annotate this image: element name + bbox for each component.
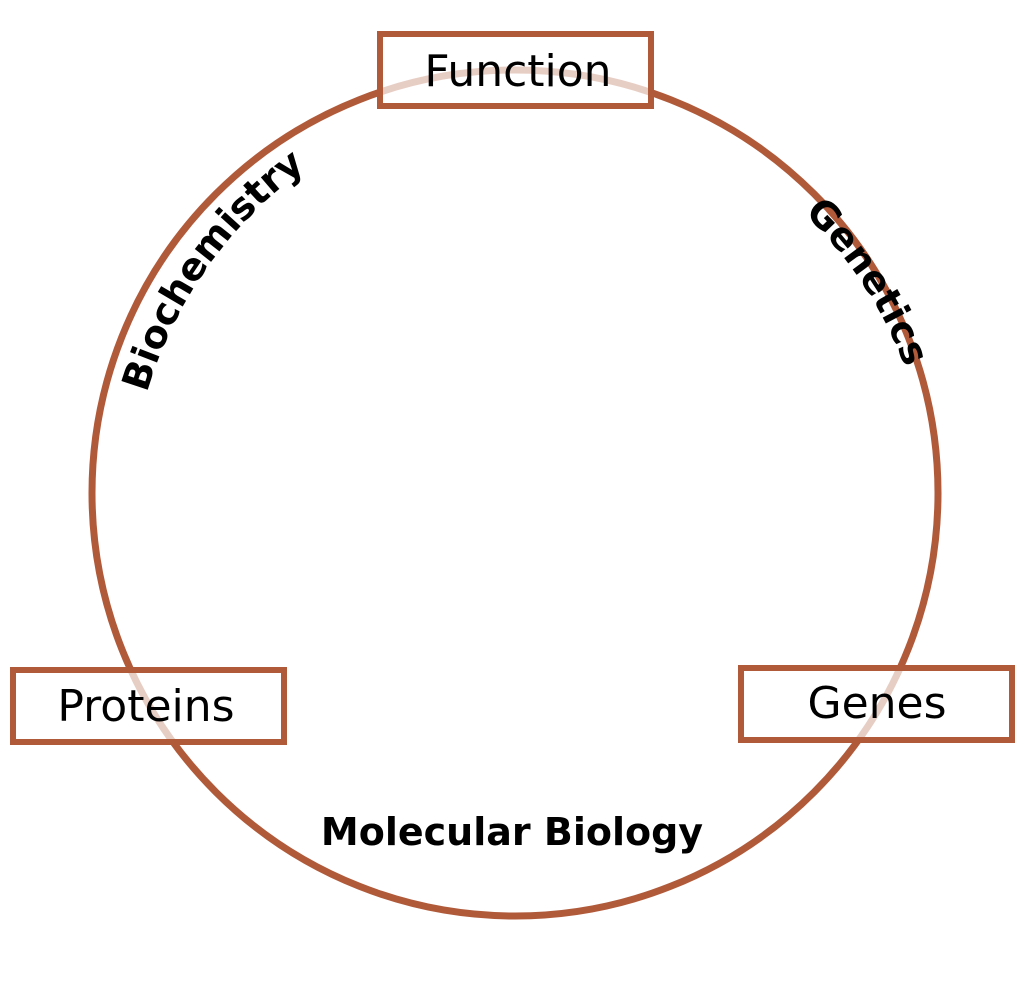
edge-label-biochemistry-path: Biochemistry [113, 140, 311, 396]
edge-label-genetics: Genetics [798, 189, 938, 371]
node-function: Function [377, 31, 654, 109]
node-genes: Genes [738, 665, 1015, 743]
edge-label-genetics-path: Genetics [798, 189, 938, 371]
node-genes-label: Genes [807, 678, 946, 729]
edge-label-molecular-biology: Molecular Biology [321, 810, 703, 854]
cycle-circle [88, 66, 942, 920]
edge-label-biochemistry: Biochemistry [113, 140, 311, 396]
node-proteins: Proteins [10, 667, 287, 745]
node-proteins-label: Proteins [57, 681, 234, 732]
node-function-label: Function [424, 46, 611, 97]
